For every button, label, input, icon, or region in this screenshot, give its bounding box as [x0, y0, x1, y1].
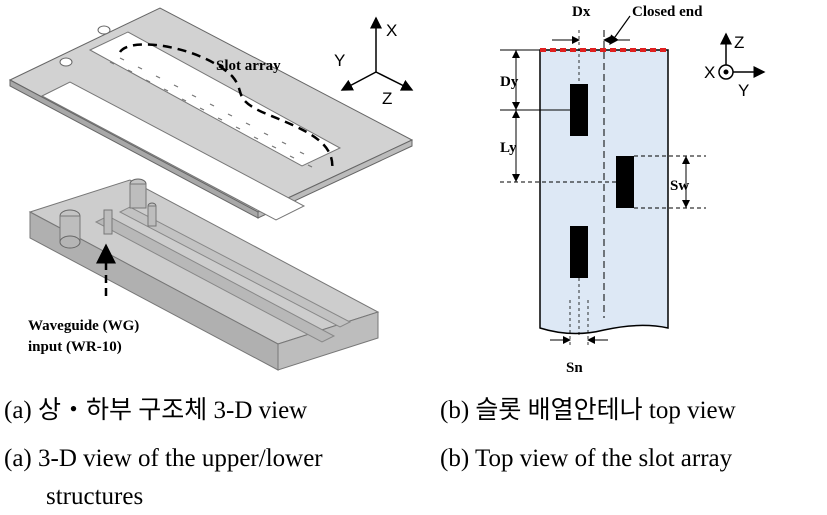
closed-end-label: Closed end: [632, 4, 703, 20]
caption-b-korean: (b) 슬롯 배열안테나 top view: [440, 397, 736, 424]
caption-b-english: (b) Top view of the slot array: [440, 445, 733, 472]
caption-a-english-1: (a) 3-D view of the upper/lower: [4, 445, 323, 472]
axis-x-label-b: X: [704, 63, 715, 82]
axis-x-label: X: [386, 21, 397, 40]
figure-canvas: Slot array X Y Z Waveguide (WG) input (W…: [8, 4, 766, 375]
sw-label: Sw: [670, 178, 689, 194]
waveguide-label-line2: input (WR-10): [28, 339, 122, 355]
slot-top-view: [500, 15, 706, 348]
axes-top-view: Z X Y: [704, 32, 766, 100]
slot-array-label: Slot array: [216, 58, 281, 74]
slot-3: [570, 226, 588, 278]
axis-z-label-b: Z: [734, 33, 744, 52]
axis-z-label: Z: [382, 89, 392, 108]
dy-label: Dy: [500, 74, 519, 90]
sn-label: Sn: [566, 360, 583, 375]
lower-waveguide-block: [28, 178, 380, 371]
dx-label: Dx: [572, 4, 591, 20]
ly-label: Ly: [500, 140, 517, 156]
caption-a-english-2: structures: [46, 483, 144, 510]
slot-2: [616, 156, 634, 208]
slot-1: [570, 84, 588, 136]
caption-a-korean: (a) 상・하부 구조체 3-D view: [4, 397, 308, 424]
waveguide-label-line1: Waveguide (WG): [28, 318, 139, 334]
axis-y-label: Y: [334, 51, 345, 70]
axis-y-label-b: Y: [738, 81, 749, 100]
upper-plate: [8, 7, 414, 221]
axes-3d: X Y Z: [334, 16, 414, 108]
